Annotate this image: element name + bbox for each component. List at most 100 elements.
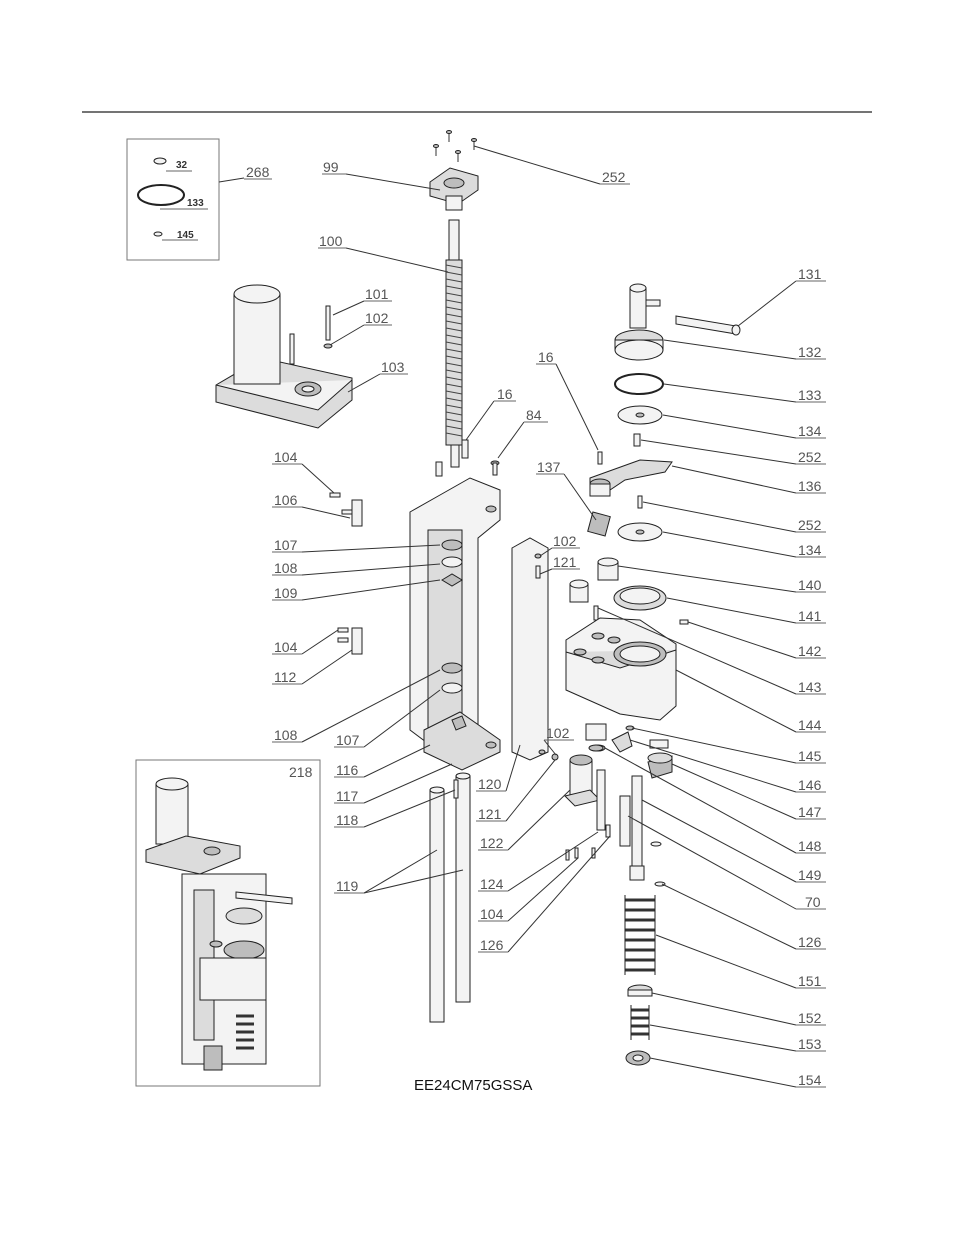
callout-252-b: 252 <box>642 501 826 533</box>
piston-assembly <box>569 283 741 625</box>
part-number-label: 104 <box>274 449 298 465</box>
part-number-label: 136 <box>798 478 822 494</box>
callout-84: 84 <box>497 407 548 459</box>
leader-line <box>363 763 453 804</box>
callout-121-a: 121 <box>539 554 580 575</box>
callout-108-b: 108 <box>272 669 441 743</box>
part-number-label: 112 <box>274 669 297 685</box>
callout-117: 117 <box>334 763 453 804</box>
part-number-label: 133 <box>798 387 822 403</box>
leader-line <box>737 280 797 327</box>
part-number-label: 121 <box>553 554 577 570</box>
leader-line <box>642 501 797 533</box>
part-number-label: 143 <box>798 679 822 695</box>
callout-136: 136 <box>671 465 826 494</box>
callout-104-b: 104 <box>272 629 339 655</box>
callout-102-b: 102 <box>539 533 580 557</box>
part-number-label: 108 <box>274 560 298 576</box>
callout-109: 109 <box>272 579 441 601</box>
part-number-label: 154 <box>798 1072 822 1088</box>
threaded-spindle <box>445 219 463 468</box>
part-number-label: 108 <box>274 727 298 743</box>
guide-rail <box>511 537 559 761</box>
leader-line <box>662 414 797 439</box>
part-number-label: 147 <box>798 804 822 820</box>
part-number-label: 122 <box>480 835 504 851</box>
leader-line <box>597 607 797 695</box>
kit-item-32: 32 <box>176 160 188 171</box>
leader-line <box>555 363 599 451</box>
leader-line <box>363 789 456 828</box>
leader-line <box>651 992 797 1026</box>
part-number-label: 119 <box>336 878 359 894</box>
leader-line <box>329 324 365 346</box>
leader-line <box>663 339 797 360</box>
kit-item-145: 145 <box>177 230 194 241</box>
callout-252-top: 252 <box>473 145 630 185</box>
part-number-label: 134 <box>798 423 822 439</box>
part-number-label: 124 <box>480 876 504 892</box>
part-number-label: 144 <box>798 717 822 733</box>
callout-131: 131 <box>737 266 826 327</box>
leader-line <box>649 1057 797 1088</box>
callout-144: 144 <box>675 669 826 733</box>
part-number-label: 16 <box>538 349 554 365</box>
leader-line <box>640 439 797 465</box>
part-number-label: 70 <box>805 894 821 910</box>
leader-line <box>473 145 601 185</box>
leader-line <box>649 1024 797 1052</box>
main-frame <box>409 439 501 771</box>
leader-line <box>507 835 611 953</box>
part-number-label: 120 <box>478 776 502 792</box>
part-number-label: 149 <box>798 867 822 883</box>
leader-line <box>604 747 797 854</box>
brew-block <box>565 617 677 721</box>
callout-70: 70 <box>627 815 826 910</box>
leader-line <box>641 799 797 883</box>
part-number-label: 152 <box>798 1010 822 1026</box>
leader-line <box>505 759 556 822</box>
callout-107-a: 107 <box>272 537 441 553</box>
callout-16-a: 16 <box>465 386 516 441</box>
callout-16-b: 16 <box>536 349 599 451</box>
callout-103: 103 <box>347 359 408 393</box>
callout-137: 137 <box>536 459 597 521</box>
part-number-label: 116 <box>336 762 359 778</box>
part-number-label: 103 <box>381 359 405 375</box>
part-number-label: 140 <box>798 577 822 593</box>
leader-line <box>363 689 441 748</box>
callout-108-a: 108 <box>272 560 441 576</box>
callout-141: 141 <box>666 597 826 624</box>
leader-line <box>301 669 441 743</box>
part-number-label: 118 <box>336 812 359 828</box>
callout-120: 120 <box>476 744 521 792</box>
callout-146: 146 <box>629 739 826 793</box>
part-number-label: 142 <box>798 643 822 659</box>
callout-99: 99 <box>322 159 441 191</box>
part-number-label: 252 <box>798 449 822 465</box>
top-flange-assembly <box>429 130 479 211</box>
callout-119: 119 <box>334 849 464 894</box>
callout-124: 124 <box>478 831 599 892</box>
callout-126-a: 126 <box>478 835 611 953</box>
leader-line <box>661 883 797 950</box>
part-number-label: 126 <box>798 934 822 950</box>
callout-104-a: 104 <box>272 449 335 494</box>
leader-line <box>345 173 441 191</box>
kit-box-number: 268 <box>246 164 270 180</box>
part-number-label: 101 <box>365 286 389 302</box>
callout-labels: 2529910010110210316841041061071081091041… <box>272 145 826 1088</box>
callout-252-a: 252 <box>640 439 826 465</box>
leader-line <box>627 815 797 910</box>
part-number-label: 145 <box>798 748 822 764</box>
callout-152: 152 <box>651 992 826 1026</box>
callout-126-b: 126 <box>661 883 826 950</box>
part-number-label: 153 <box>798 1036 822 1052</box>
callout-149: 149 <box>641 799 826 883</box>
inset-number: 218 <box>289 764 313 780</box>
part-number-label: 102 <box>553 533 577 549</box>
leader-line <box>332 300 365 316</box>
part-number-label: 104 <box>480 906 504 922</box>
part-number-label: 16 <box>497 386 513 402</box>
